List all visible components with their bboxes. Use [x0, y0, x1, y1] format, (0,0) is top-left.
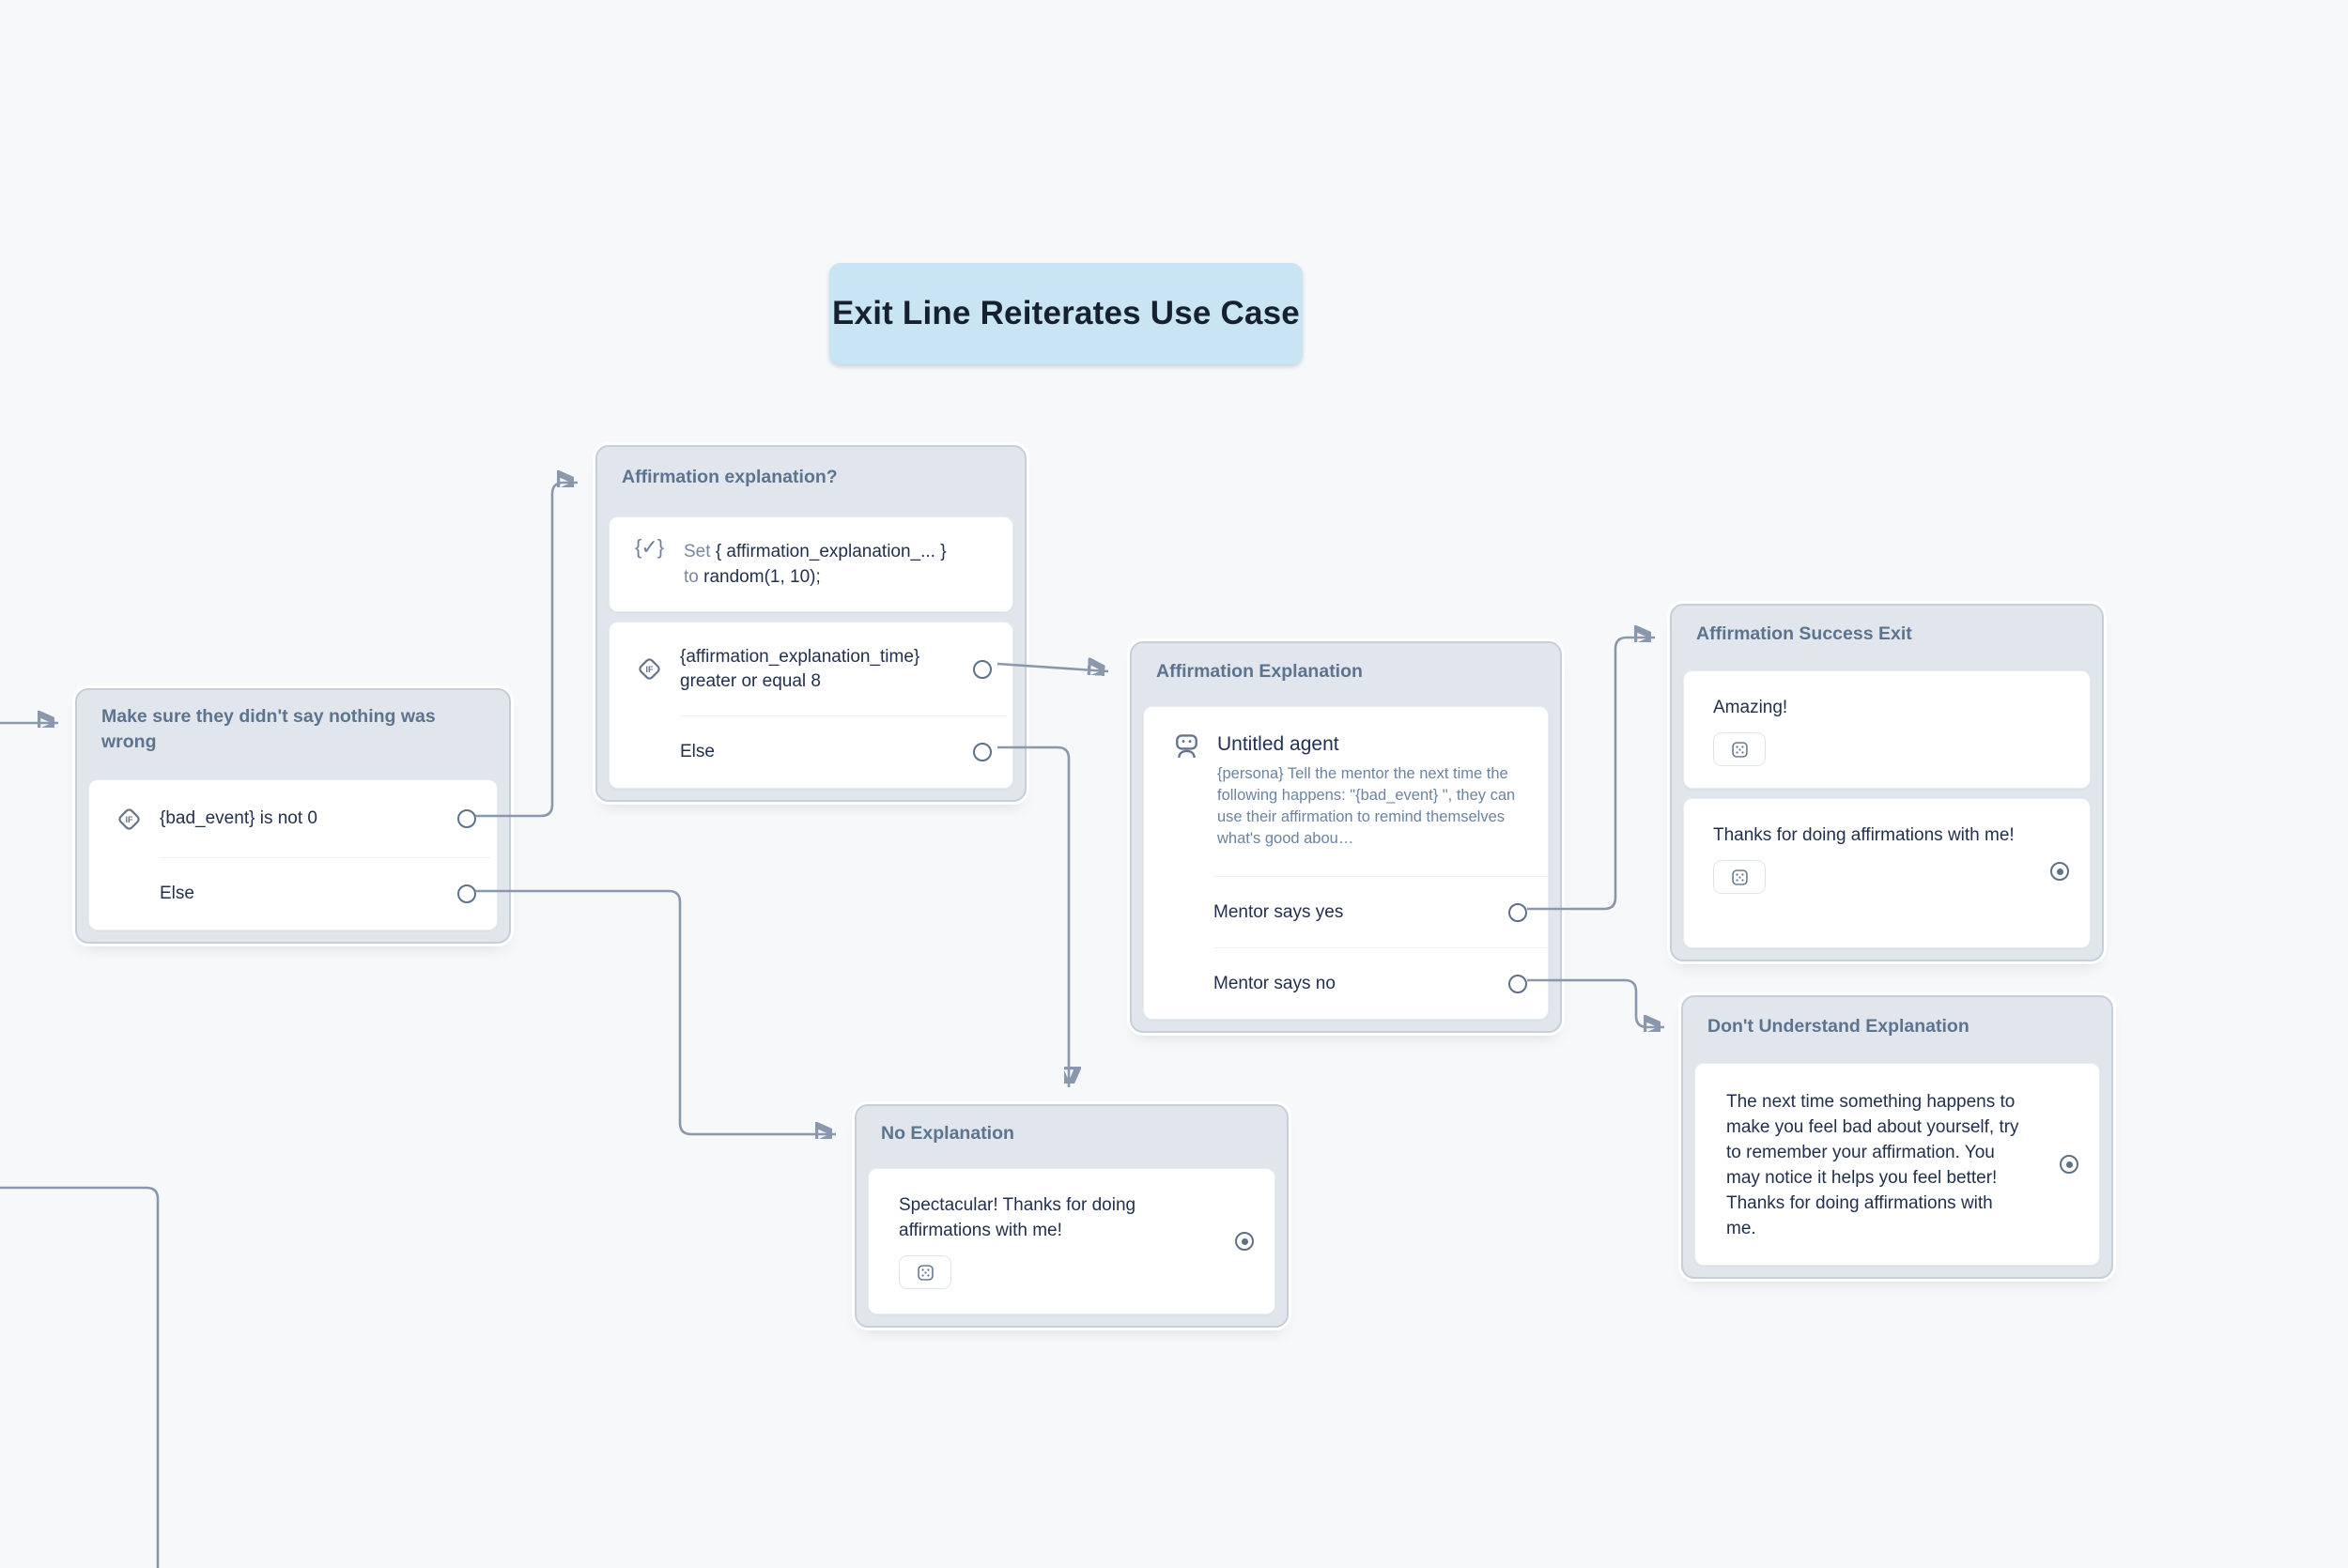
dice-icon	[1731, 869, 1748, 885]
node-affirmation-question[interactable]: Affirmation explanation? {✓} Set { affir…	[595, 445, 1027, 802]
message-step-card[interactable]: Spectacular! Thanks for doing affirmatio…	[868, 1168, 1275, 1314]
edge-bottom-left-offscreen	[0, 1186, 160, 1568]
else-output-port[interactable]	[457, 884, 476, 903]
intent-label: Mentor says yes	[1213, 901, 1344, 922]
title-note-label: Exit Line Reiterates Use Case	[832, 295, 1300, 331]
message-step-card[interactable]: Amazing!	[1683, 670, 2091, 789]
divider	[1213, 876, 1548, 877]
agent-info: Untitled agent {persona} Tell the mentor…	[1144, 707, 1548, 876]
condition-step-card[interactable]: IF {bad_event} is not 0 Else	[88, 779, 498, 930]
agent-description: {persona} Tell the mentor the next time …	[1217, 765, 1516, 847]
else-label: Else	[680, 742, 715, 761]
dice-icon	[1731, 741, 1748, 758]
else-output-port[interactable]	[973, 743, 992, 761]
message-output-port[interactable]	[2050, 862, 2069, 881]
randomize-variants-button[interactable]	[1713, 860, 1766, 894]
message-step-card[interactable]: The next time something happens to make …	[1694, 1063, 2100, 1266]
node-title: Make sure they didn't say nothing was wr…	[101, 706, 436, 752]
divider	[680, 715, 1007, 716]
else-row: Else	[610, 716, 1012, 788]
node-title: No Explanation	[881, 1123, 1014, 1144]
condition-output-port[interactable]	[973, 659, 992, 679]
message-output-port[interactable]	[2060, 1155, 2078, 1174]
node-no-explanation[interactable]: No Explanation Spectacular! Thanks for d…	[855, 1104, 1289, 1328]
condition-label: {affirmation_explanation_time} greater o…	[680, 646, 920, 691]
message-text: The next time something happens to make …	[1726, 1092, 2019, 1238]
node-affirmation-success-exit[interactable]: Affirmation Success Exit Amazing! Thanks…	[1670, 604, 2104, 961]
condition-step-card[interactable]: IF {affirmation_explanation_time} greate…	[609, 622, 1013, 789]
svg-text:IF: IF	[125, 814, 133, 823]
dice-icon	[917, 1264, 934, 1281]
mentor-says-no-port[interactable]	[1508, 974, 1527, 993]
intent-row-mentor-says-yes: Mentor says yes	[1144, 877, 1548, 947]
else-row: Else	[89, 858, 497, 930]
intent-row-mentor-says-no: Mentor says no	[1144, 948, 1548, 1019]
message-text: Thanks for doing affirmations with me!	[1713, 825, 2015, 845]
node-title: Don't Understand Explanation	[1707, 1016, 1970, 1037]
if-icon: IF	[639, 658, 660, 680]
randomize-variants-button[interactable]	[1713, 732, 1766, 766]
mentor-says-yes-port[interactable]	[1508, 902, 1527, 922]
message-step-card[interactable]: Thanks for doing affirmations with me!	[1683, 798, 2091, 948]
node-title: Affirmation Success Exit	[1696, 623, 1912, 644]
condition-row: IF {bad_event} is not 0	[89, 780, 497, 857]
title-note[interactable]: Exit Line Reiterates Use Case	[829, 263, 1303, 364]
node-title: Affirmation explanation?	[622, 467, 838, 487]
condition-label: {bad_event} is not 0	[160, 808, 317, 828]
condition-row: IF {affirmation_explanation_time} greate…	[610, 623, 1012, 715]
condition-output-port[interactable]	[457, 809, 476, 828]
set-icon: {✓}	[635, 535, 664, 559]
node-make-sure[interactable]: Make sure they didn't say nothing was wr…	[75, 688, 511, 944]
message-output-port[interactable]	[1235, 1232, 1254, 1251]
divider	[1213, 947, 1548, 948]
set-variable-step-card[interactable]: {✓} Set { affirmation_explanation_... } …	[609, 516, 1013, 612]
randomize-variants-button[interactable]	[899, 1255, 951, 1289]
message-text: Spectacular! Thanks for doing affirmatio…	[899, 1195, 1136, 1240]
else-label: Else	[160, 884, 194, 903]
intent-label: Mentor says no	[1213, 973, 1336, 993]
message-text: Amazing!	[1713, 698, 1788, 717]
node-affirmation-explanation[interactable]: Affirmation Explanation Untitled agent {…	[1130, 641, 1562, 1033]
set-expression: Set { affirmation_explanation_... } to r…	[684, 542, 947, 587]
if-icon: IF	[118, 807, 140, 830]
edge-make-sure-else-to-no-explanation	[475, 889, 836, 1134]
node-title: Affirmation Explanation	[1156, 661, 1363, 682]
divider	[160, 857, 491, 858]
agent-step-card[interactable]: Untitled agent {persona} Tell the mentor…	[1143, 706, 1549, 1020]
svg-text:IF: IF	[645, 665, 654, 674]
node-dont-understand-explanation[interactable]: Don't Understand Explanation The next ti…	[1681, 995, 2113, 1279]
robot-icon	[1176, 734, 1197, 759]
agent-name: Untitled agent	[1217, 733, 1339, 755]
